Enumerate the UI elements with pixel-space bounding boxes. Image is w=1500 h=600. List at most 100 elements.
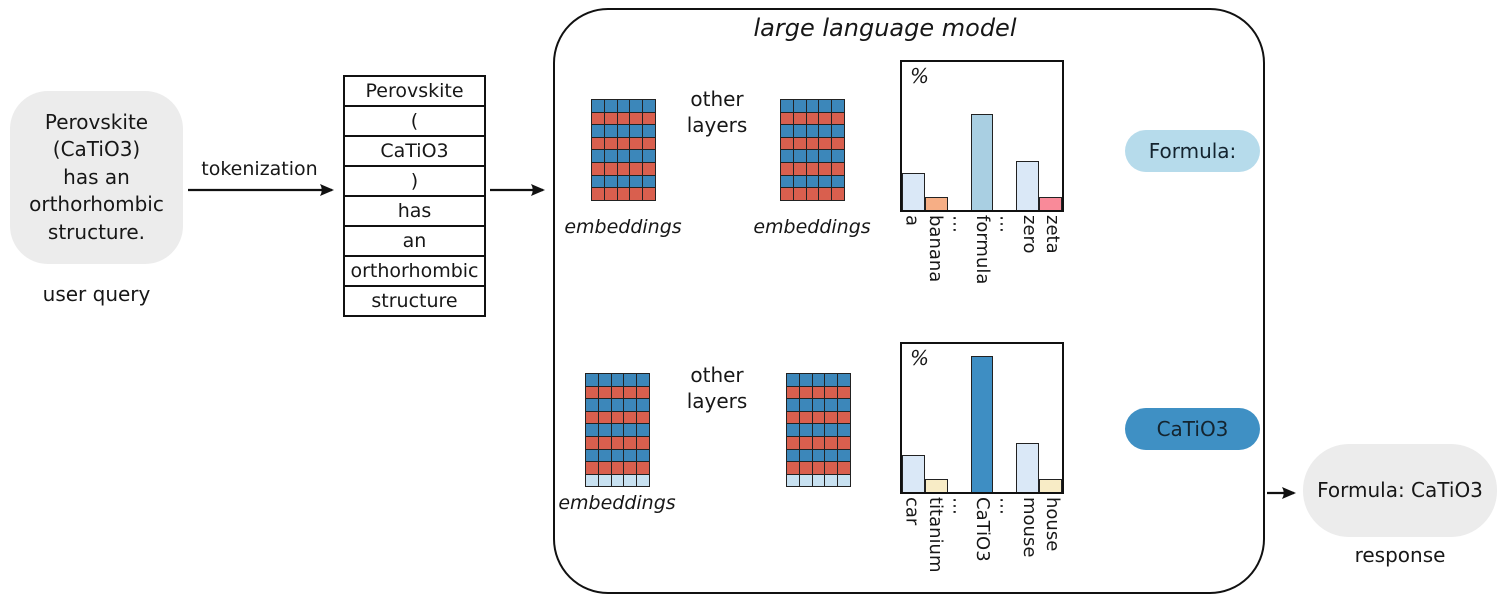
embeddings-grid-row2-right [786, 373, 851, 488]
embedding-cell [781, 150, 793, 162]
embedding-cell [586, 474, 598, 487]
embedding-cell [617, 112, 630, 125]
embedding-cell [799, 474, 812, 487]
embedding-cell [806, 100, 819, 112]
embedding-cell [624, 462, 637, 474]
embedding-cell [806, 150, 819, 162]
embedding-cell [624, 374, 637, 386]
embedding-cell [611, 424, 624, 436]
embedding-cell [637, 462, 649, 474]
token-cell: structure [345, 287, 484, 315]
embedding-cell [637, 436, 649, 449]
token-cell: orthorhombic [345, 257, 484, 287]
embedding-cell [838, 449, 850, 462]
bar-zeta [1039, 196, 1063, 210]
embedding-cell [825, 411, 838, 424]
embedding-cell [799, 449, 812, 462]
embedding-cell [637, 411, 649, 424]
embedding-cell [598, 449, 611, 462]
chart-bars [902, 344, 1063, 492]
token-cell: has [345, 197, 484, 227]
x-label-slot: … [994, 497, 1017, 573]
x-label-slot: formula [970, 215, 993, 284]
embedding-cell [781, 125, 793, 137]
embedding-cell [819, 162, 832, 175]
embedding-cell [806, 188, 819, 200]
embedding-cell [806, 137, 819, 150]
embedding-cell [825, 374, 838, 386]
embeddings-grid-row1-right [780, 99, 845, 201]
embedding-cell [787, 449, 799, 462]
response-label: response [1354, 543, 1446, 567]
embedding-cell [812, 449, 825, 462]
x-label-slot: titanium [923, 497, 946, 573]
x-label: banana [925, 215, 947, 283]
bar-car [902, 455, 925, 492]
embedding-cell [806, 175, 819, 188]
embedding-cell [630, 100, 643, 112]
embedding-cell [787, 462, 799, 474]
embedding-cell [819, 125, 832, 137]
embedding-cell [604, 125, 617, 137]
embedding-cell [781, 188, 793, 200]
embedding-cell [793, 150, 806, 162]
embedding-cell [624, 386, 637, 399]
x-label-slot: CaTiO3 [970, 497, 993, 573]
embedding-cell [793, 100, 806, 112]
embedding-cell [819, 175, 832, 188]
embedding-cell [630, 188, 643, 200]
embedding-cell [825, 424, 838, 436]
embedding-cell [586, 449, 598, 462]
embedding-cell [637, 424, 649, 436]
embedding-cell [793, 162, 806, 175]
formula-token-pill: Formula: [1125, 130, 1260, 172]
x-label-slot: … [947, 215, 970, 284]
embedding-cell [598, 424, 611, 436]
embedding-cell [592, 188, 604, 200]
embedding-cell [832, 162, 844, 175]
bar-house [1039, 478, 1063, 492]
embedding-cell [598, 474, 611, 487]
embedding-cell [825, 474, 838, 487]
embedding-cell [637, 474, 649, 487]
x-label-slot: zeta [1041, 215, 1064, 284]
percent-symbol: % [910, 346, 930, 370]
chart-slot [902, 344, 925, 492]
embedding-cell [611, 374, 624, 386]
embedding-cell [806, 125, 819, 137]
embedding-cell [637, 399, 649, 411]
bar-a [902, 173, 925, 210]
embedding-cell [643, 175, 655, 188]
embedding-cell [643, 137, 655, 150]
embedding-cell [643, 125, 655, 137]
embedding-cell [630, 175, 643, 188]
embedding-cell [825, 449, 838, 462]
chart-slot [993, 62, 1016, 210]
embedding-cell [838, 462, 850, 474]
embedding-cell [598, 411, 611, 424]
other-layers-label-row2: other layers [686, 363, 748, 413]
embeddings-label-row1-right: embeddings [753, 216, 871, 238]
embedding-cell [611, 474, 624, 487]
embedding-cell [838, 386, 850, 399]
embedding-cell [799, 386, 812, 399]
embedding-cell [617, 100, 630, 112]
embedding-cell [793, 188, 806, 200]
embedding-cell [624, 399, 637, 411]
x-label: titanium [925, 497, 947, 573]
embedding-cell [832, 100, 844, 112]
embedding-cell [617, 162, 630, 175]
embedding-cell [812, 474, 825, 487]
embeddings-grid-row2-left [585, 373, 650, 488]
embedding-cell [617, 188, 630, 200]
embedding-cell [598, 462, 611, 474]
embedding-cell [781, 137, 793, 150]
percent-symbol: % [910, 64, 930, 88]
embedding-cell [838, 411, 850, 424]
x-label: car [901, 497, 923, 526]
response-bubble: Formula: CaTiO3 [1303, 444, 1497, 537]
bar-mouse [1016, 443, 1040, 492]
embedding-cell [630, 112, 643, 125]
